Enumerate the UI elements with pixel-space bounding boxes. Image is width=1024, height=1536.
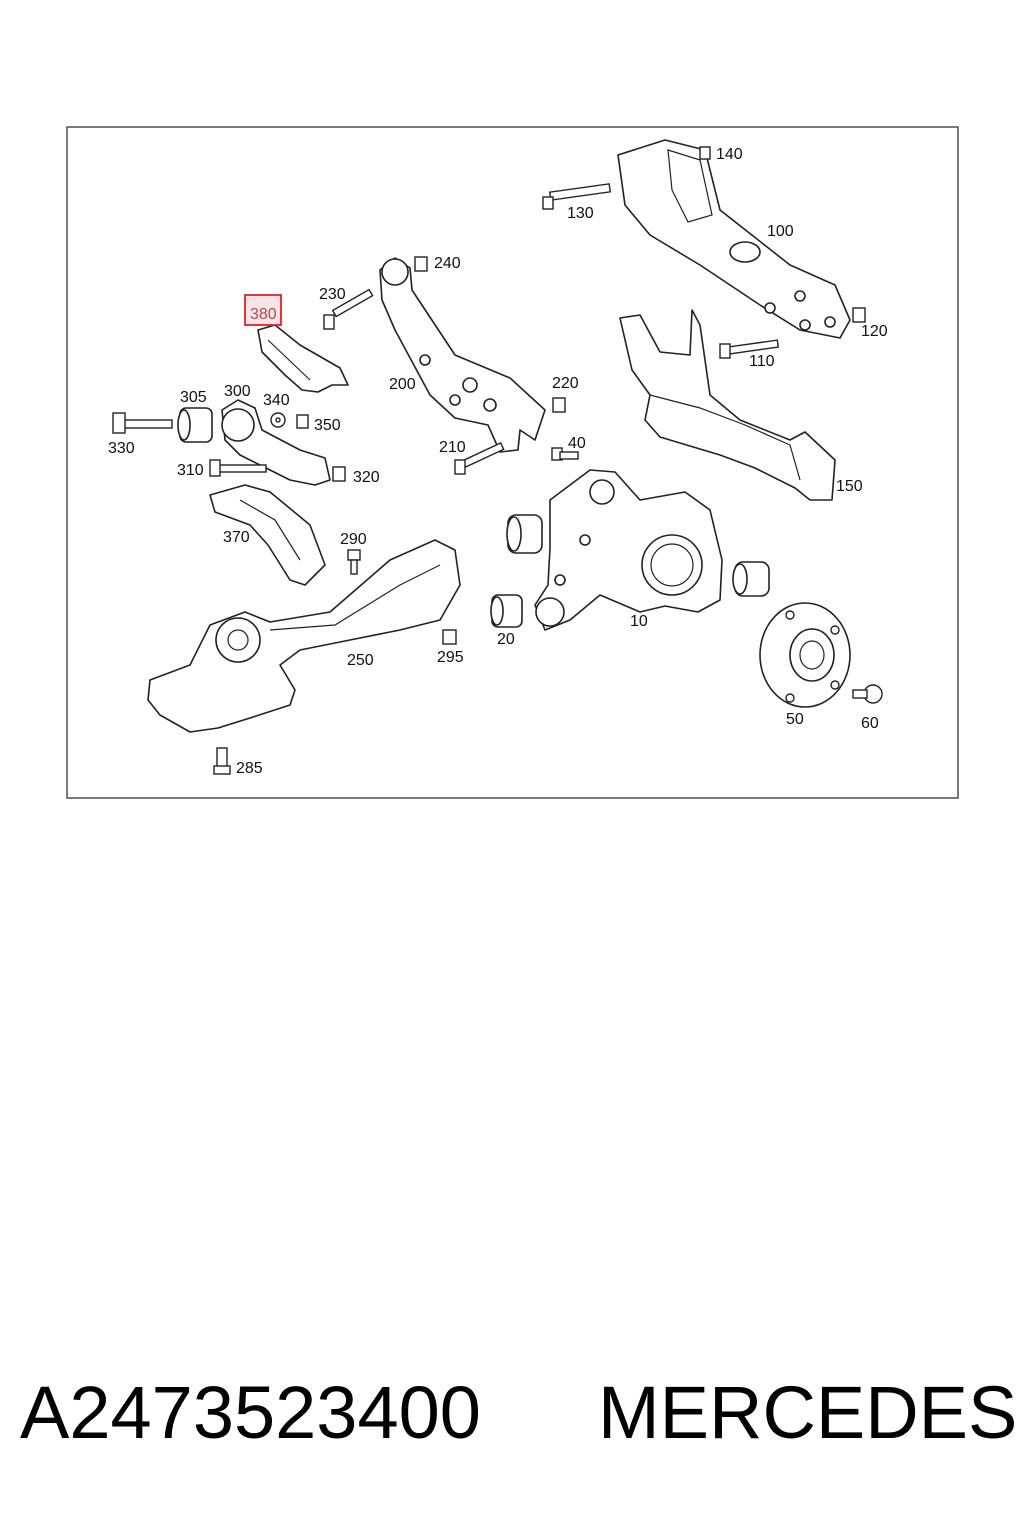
label-350: 350 (314, 417, 341, 434)
part-240-nut (414, 256, 428, 272)
label-210: 210 (439, 439, 466, 456)
part-230-bolt (323, 288, 374, 330)
part-130-bolt (542, 183, 612, 210)
parts-diagram: 140 130 100 240 230 380 120 110 200 220 … (66, 126, 959, 799)
highlight-box-380 (244, 294, 282, 326)
part-300-lower-arm (221, 399, 331, 486)
part-20-bushing (490, 594, 523, 628)
label-110: 110 (749, 353, 775, 370)
part-60-bolt (852, 684, 883, 704)
part-295-nut (442, 629, 457, 645)
label-120: 120 (861, 323, 888, 340)
label-60: 60 (861, 715, 879, 732)
part-150-cover (619, 309, 836, 501)
label-330: 330 (108, 440, 135, 457)
part-110-bolt (719, 339, 780, 359)
part-bushing-upper (506, 514, 543, 554)
part-bushing-right (732, 561, 770, 597)
part-200-upper-arm (379, 257, 546, 453)
part-290-bolt (347, 549, 361, 575)
part-370-cover (209, 484, 326, 586)
part-210-bolt (454, 442, 505, 475)
part-250-trailing-arm (147, 539, 461, 733)
label-10: 10 (630, 613, 648, 630)
label-380: 380 (250, 306, 277, 323)
part-number: A2473523400 (20, 1371, 481, 1454)
part-310-bolt (209, 459, 267, 477)
label-300: 300 (224, 383, 251, 400)
label-230: 230 (319, 286, 346, 303)
part-140-nut (699, 146, 711, 160)
label-140: 140 (716, 146, 743, 163)
label-240: 240 (434, 255, 461, 272)
label-320: 320 (353, 469, 380, 486)
label-40: 40 (568, 435, 586, 452)
label-290: 290 (340, 531, 367, 548)
part-40-bolt (551, 447, 579, 461)
part-340-washer (270, 412, 286, 428)
part-380-bracket (257, 324, 349, 393)
label-305: 305 (180, 389, 207, 406)
label-150: 150 (836, 478, 863, 495)
label-370: 370 (223, 529, 250, 546)
part-285-bolt (213, 747, 231, 775)
label-50: 50 (786, 711, 804, 728)
part-320-nut (332, 466, 346, 482)
part-100-crossmember (617, 139, 851, 339)
label-340: 340 (263, 392, 290, 409)
part-305-bushing (177, 407, 213, 443)
label-220: 220 (552, 375, 579, 392)
label-20: 20 (497, 631, 515, 648)
part-50-hub (759, 602, 851, 708)
part-220-nut (552, 397, 566, 413)
label-200: 200 (389, 376, 416, 393)
label-100: 100 (767, 223, 794, 240)
label-250: 250 (347, 652, 374, 669)
caption-bar: A2473523400 MERCEDES (0, 1370, 1024, 1480)
label-310: 310 (177, 462, 204, 479)
part-330-bolt (112, 412, 173, 434)
part-10-knuckle (534, 469, 723, 631)
brand-name: MERCEDES (598, 1371, 1018, 1454)
label-285: 285 (236, 760, 263, 777)
diagram-frame (66, 126, 959, 799)
part-350-nut (296, 414, 309, 429)
part-120-nut (852, 307, 866, 323)
label-295: 295 (437, 649, 464, 666)
label-130: 130 (567, 205, 594, 222)
